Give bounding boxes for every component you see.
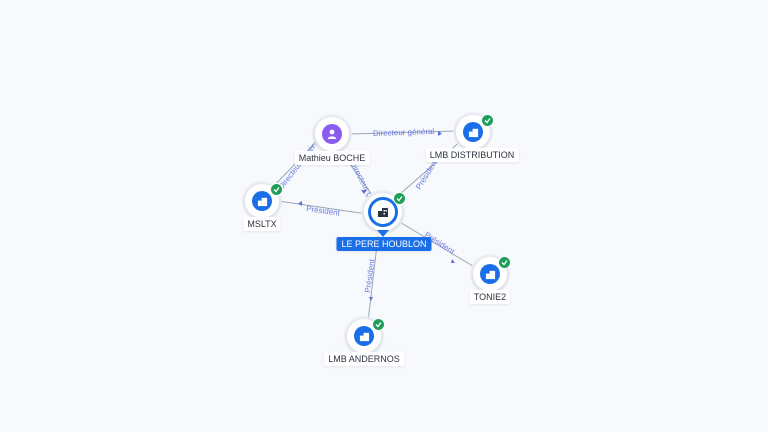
verified-check-icon xyxy=(481,114,494,127)
node-msltx[interactable] xyxy=(245,183,283,218)
arrow-head xyxy=(298,201,302,206)
node-label-lmb-distribution[interactable]: LMB DISTRIBUTION xyxy=(425,148,519,162)
building-icon xyxy=(359,332,369,341)
arrow-head xyxy=(369,297,373,301)
node-icon-circle xyxy=(322,124,342,144)
verified-check-icon xyxy=(372,318,385,331)
verified-check-icon xyxy=(270,183,283,196)
node-icon-circle xyxy=(354,326,374,346)
node-label-center[interactable]: LE PERE HOUBLON xyxy=(336,237,432,251)
edge-center-msltx xyxy=(277,200,368,215)
node-icon-circle xyxy=(463,122,483,142)
building-icon xyxy=(468,128,478,137)
verified-check-icon xyxy=(498,256,511,269)
node-lmb-andernos[interactable] xyxy=(347,318,385,353)
edge-center-tonie2 xyxy=(397,220,477,269)
person-icon xyxy=(327,129,337,139)
node-label-lmb-andernos[interactable]: LMB ANDERNOS xyxy=(324,352,404,366)
verified-check-icon xyxy=(393,192,406,205)
arrow-head xyxy=(438,131,442,136)
node-label-msltx[interactable]: MSLTX xyxy=(243,217,281,231)
building-icon xyxy=(485,270,495,279)
node-lmb-distribution[interactable] xyxy=(456,114,494,149)
arrow-head xyxy=(451,259,455,263)
edge-label: Président xyxy=(414,157,440,191)
node-mathieu-boche[interactable] xyxy=(315,117,349,151)
node-icon-circle xyxy=(252,191,272,211)
arrow-head xyxy=(361,190,367,194)
node-label-person[interactable]: Mathieu BOCHE xyxy=(294,151,370,165)
building-icon xyxy=(378,208,388,217)
edge-label: Directeur général xyxy=(373,127,435,138)
node-tonie2[interactable] xyxy=(473,256,511,291)
center-pointer-icon xyxy=(377,230,389,237)
node-icon-ring xyxy=(368,197,398,227)
node-icon-circle xyxy=(480,264,500,284)
edge-label: Président xyxy=(363,258,377,293)
edge-label: Président xyxy=(306,204,341,218)
building-icon xyxy=(257,197,267,206)
node-label-tonie2[interactable]: TONIE2 xyxy=(469,290,511,304)
node-le-pere-houblon[interactable] xyxy=(364,192,406,231)
